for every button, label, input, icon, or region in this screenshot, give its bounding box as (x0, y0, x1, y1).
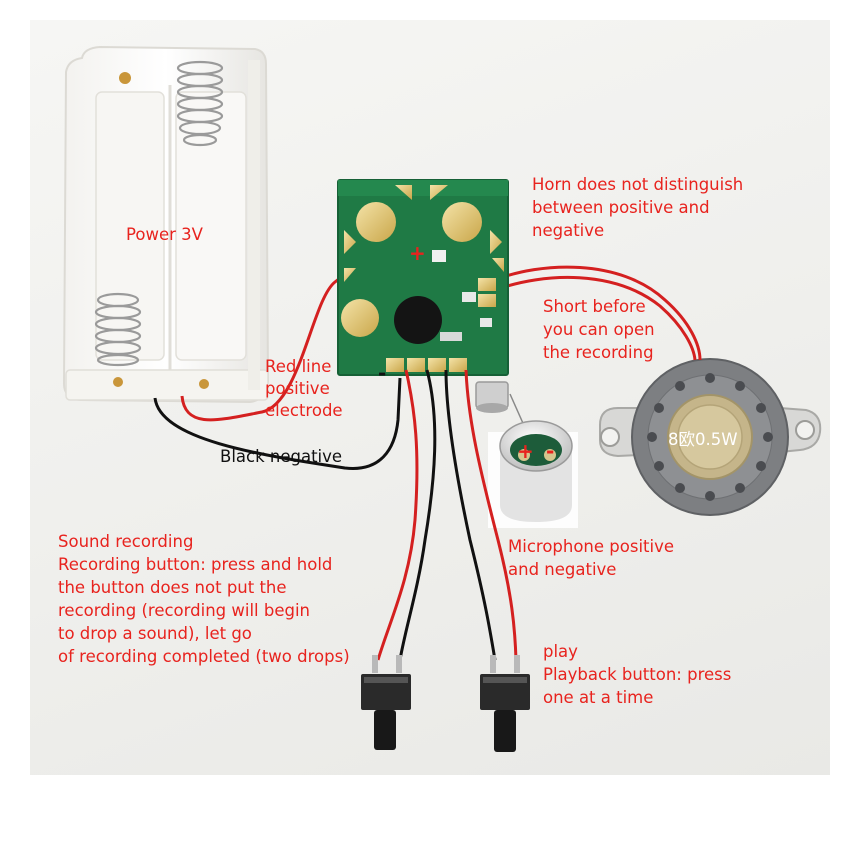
label-play-line-3: one at a time (543, 688, 654, 707)
label-speaker-rating: 8欧0.5W (668, 430, 738, 449)
label-microphone-line-2: and negative (508, 560, 617, 579)
label-red-line-line-1: Red line (265, 357, 332, 376)
label-play-line-1: play (543, 642, 578, 661)
board-microphone (475, 381, 509, 413)
wire-speaker-red-2 (494, 275, 697, 361)
label-short: Short before you can open the recording (543, 295, 655, 364)
label-play-line-2: Playback button: press (543, 665, 732, 684)
speaker (599, 358, 822, 516)
label-sound-recording-line-6: of recording completed (two drops) (58, 647, 350, 666)
label-sound-recording-line-1: Sound recording (58, 532, 194, 551)
label-red-line-line-2: positive (265, 379, 330, 398)
pcb-bottom-pads (386, 358, 467, 372)
microphone-zoom (488, 420, 578, 528)
battery-holder (62, 45, 270, 404)
label-sound-recording: Sound recording Recording button: press … (58, 530, 350, 668)
pcb-connector-pads (478, 278, 496, 307)
pcb-minus-mark: - (378, 361, 387, 385)
label-microphone-line-1: Microphone positive (508, 537, 675, 556)
spring-bottom (94, 292, 142, 367)
sound-module-pcb (337, 179, 509, 376)
label-play: play Playback button: press one at a tim… (543, 640, 731, 709)
chip-blob (394, 296, 442, 344)
pcb-pad (341, 299, 379, 337)
label-sound-recording-line-2: Recording button: press and hold (58, 555, 333, 574)
play-button (480, 655, 530, 752)
label-microphone: Microphone positive and negative (508, 535, 674, 581)
terminal-rivet-bottom-left (113, 377, 123, 387)
label-short-line-3: the recording (543, 343, 654, 362)
pcb-pad (442, 202, 482, 242)
pcb-pad (356, 202, 396, 242)
spring-top (176, 60, 224, 147)
wire-play-red (464, 369, 518, 661)
mic-minus-mark: - (546, 439, 555, 463)
label-red-line-line-3: electrode (265, 401, 343, 420)
wire-play-black (444, 369, 497, 661)
label-power: Power 3V (126, 225, 203, 244)
label-short-line-2: you can open (543, 320, 655, 339)
wire-speaker-red (494, 265, 702, 361)
label-horn-line-2: between positive and (532, 198, 710, 217)
wire-record-red (376, 369, 419, 661)
record-button (361, 655, 411, 750)
label-horn-line-3: negative (532, 221, 605, 240)
terminal-rivet-top (119, 72, 131, 84)
label-horn: Horn does not distinguish between positi… (532, 173, 743, 242)
label-horn-line-1: Horn does not distinguish (532, 175, 744, 194)
label-sound-recording-line-5: to drop a sound), let go (58, 624, 252, 643)
pcb-plus-mark: + (409, 241, 426, 265)
mic-plus-mark: + (517, 439, 534, 463)
wire-record-black (398, 369, 437, 661)
label-sound-recording-line-3: the button does not put the (58, 578, 287, 597)
label-sound-recording-line-4: recording (recording will begin (58, 601, 311, 620)
label-red-line: Red line positive electrode (265, 356, 343, 422)
wire-battery-black (153, 377, 402, 470)
terminal-rivet-bottom-right (199, 379, 209, 389)
label-short-line-1: Short before (543, 297, 646, 316)
label-black-negative: Black negative (220, 447, 343, 466)
